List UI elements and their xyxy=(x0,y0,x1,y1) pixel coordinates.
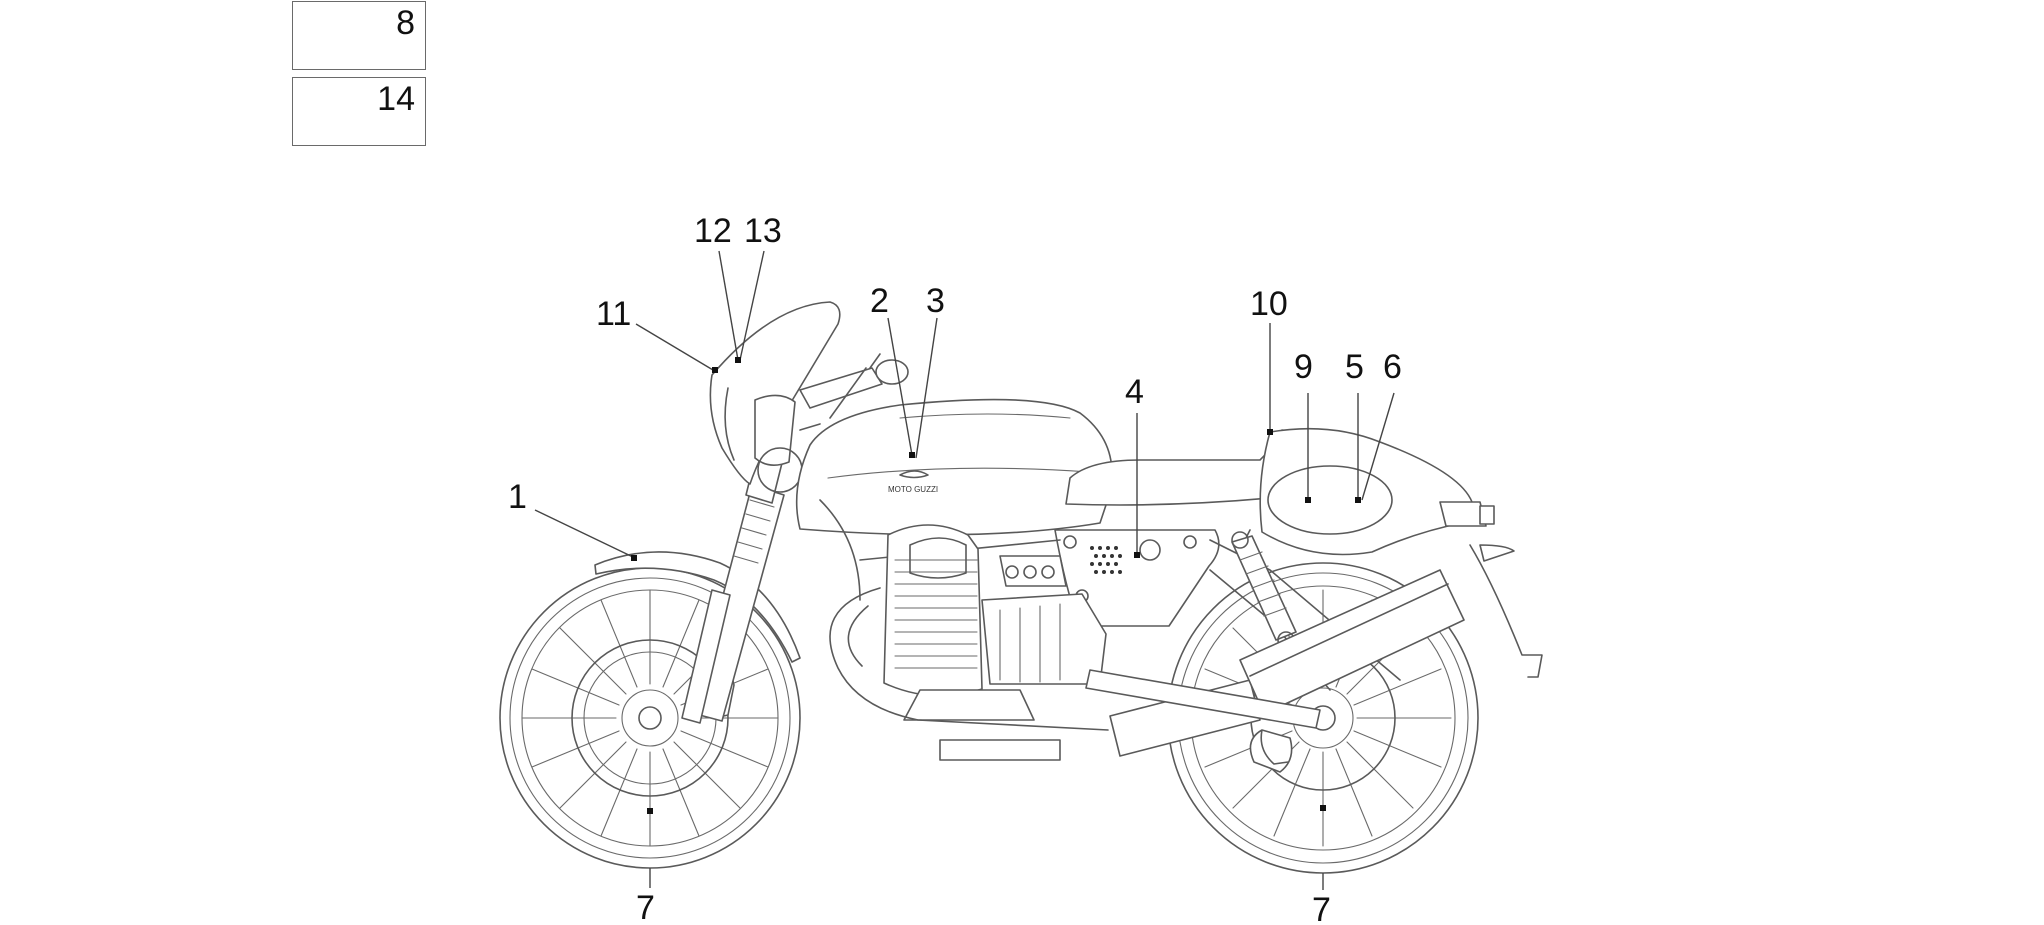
leader-lines xyxy=(534,250,1395,890)
callout-3: 3 xyxy=(926,282,945,320)
engine xyxy=(883,524,1107,761)
box-label-8: 8 xyxy=(396,4,415,42)
fuel-tank: MOTO GUZZI xyxy=(795,398,1113,536)
callout-10: 10 xyxy=(1250,285,1288,323)
callout-12: 12 xyxy=(694,212,732,250)
callout-6: 6 xyxy=(1383,348,1402,386)
callout-5: 5 xyxy=(1345,348,1364,386)
front-mudguard xyxy=(594,551,801,663)
front-wheel xyxy=(499,567,801,869)
callout-7-front: 7 xyxy=(636,889,655,925)
decal-box-8: 8 xyxy=(292,1,426,70)
box-label-14: 14 xyxy=(377,80,415,118)
callout-13: 13 xyxy=(744,212,782,250)
decal-box-14: 14 xyxy=(292,77,426,146)
callout-4: 4 xyxy=(1125,373,1144,411)
callout-11: 11 xyxy=(596,295,631,333)
callout-9: 9 xyxy=(1294,348,1313,386)
swingarm xyxy=(1085,669,1321,765)
callout-2: 2 xyxy=(870,282,889,320)
callout-7-rear: 7 xyxy=(1312,891,1331,925)
front-fork xyxy=(681,454,785,724)
tank-logo-text: MOTO GUZZI xyxy=(888,485,938,494)
rear-shock xyxy=(1231,531,1297,649)
callout-1: 1 xyxy=(508,478,527,516)
tail-section xyxy=(1259,427,1543,678)
side-panel xyxy=(1054,529,1220,627)
callout-dots xyxy=(631,357,1361,814)
